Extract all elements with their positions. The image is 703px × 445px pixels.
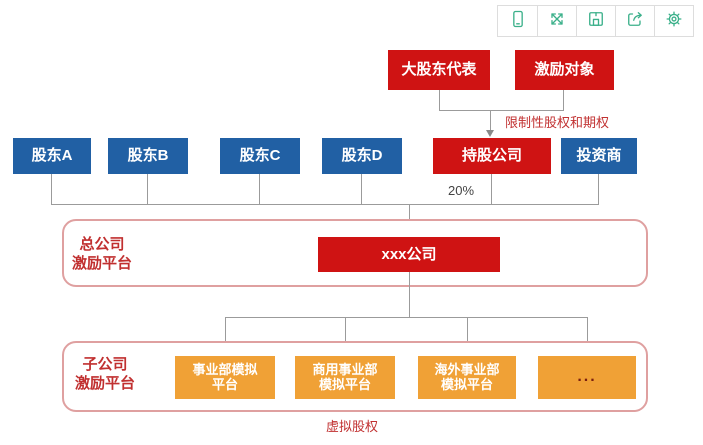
arrowhead-down [486,130,494,137]
node-label-line1: 事业部模拟 [192,361,258,377]
node-label-line2: 模拟平台 [440,376,493,392]
connector-line [259,174,260,204]
connector-line [587,317,588,350]
save-button[interactable] [576,6,615,36]
group-label-line2: 激励平台 [72,254,133,272]
node-shareholder-d: 股东D [322,138,402,174]
node-xxx-company: xxx公司 [318,237,500,272]
node-label-line2: 平台 [211,376,238,392]
group-label-subsidiary: 子公司 激励平台 [75,356,135,394]
connector-line [225,317,226,350]
group-label-line2: 激励平台 [75,374,136,392]
node-major-shareholder-rep: 大股东代表 [388,50,490,90]
settings-icon [664,9,684,34]
edge-label-20-percent: 20% [448,183,475,198]
connector-line [409,272,410,317]
share-button[interactable] [615,6,654,36]
ellipsis-label: ... [577,368,597,386]
node-incentive-target: 激励对象 [515,50,614,90]
group-label-line1: 总公司 [79,236,125,253]
connector-line [439,90,440,111]
connector-line [345,317,346,350]
connector-line [147,174,148,204]
group-label-head-office: 总公司 激励平台 [72,236,132,274]
fullscreen-button[interactable] [537,6,576,36]
connector-line [490,110,491,130]
settings-button[interactable] [654,6,693,36]
node-label-line2: 模拟平台 [318,376,371,392]
connector-line [467,317,468,350]
node-overseas-division-sim-platform: 海外事业部 模拟平台 [418,356,516,399]
node-shareholder-a: 股东A [13,138,91,174]
connector-line [563,90,564,111]
connector-line [51,174,52,204]
node-label-line1: 商用事业部 [312,361,378,377]
viewer-toolbar [497,5,694,37]
save-icon [586,9,606,34]
edge-label-restricted-equity: 限制性股权和期权 [505,115,610,130]
connector-line [409,204,410,228]
node-holding-company: 持股公司 [433,138,551,174]
node-division-sim-platform: 事业部模拟 平台 [175,356,275,399]
connector-line [598,174,599,204]
connector-line [225,317,587,318]
group-label-line1: 子公司 [82,356,128,373]
node-shareholder-b: 股东B [108,138,188,174]
share-icon [625,9,645,34]
node-shareholder-c: 股东C [220,138,300,174]
connector-line [439,110,564,111]
connector-line [51,204,599,205]
mobile-preview-button[interactable] [498,6,537,36]
node-more-platforms: ... [538,356,636,399]
connector-line [361,174,362,204]
node-label-line1: 海外事业部 [434,361,500,377]
node-commercial-division-sim-platform: 商用事业部 模拟平台 [295,356,395,399]
edge-label-virtual-equity: 虚拟股权 [325,419,378,434]
mobile-preview-icon [508,9,528,34]
fullscreen-icon [547,9,567,34]
node-investor: 投资商 [561,138,637,174]
connector-line [491,174,492,204]
